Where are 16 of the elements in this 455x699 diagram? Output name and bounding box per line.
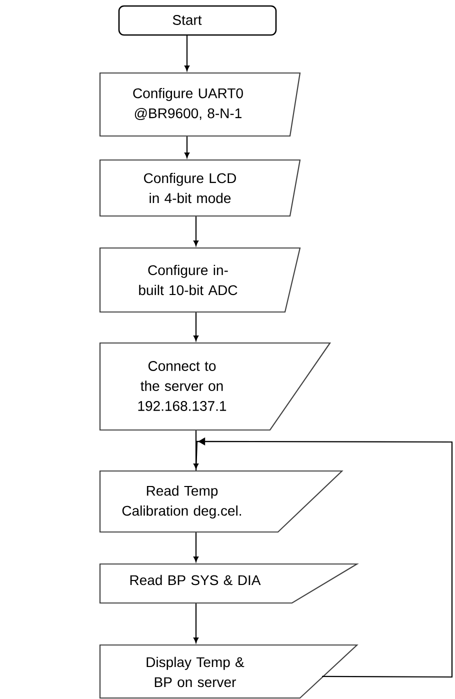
arrow [193,216,199,246]
input-output-parallelogram: Read BP SYS & DIA [99,563,359,604]
input-output-parallelogram: Read Temp Calibration deg.cel. [99,470,344,533]
arrow [193,312,199,341]
terminal-box: Start [118,5,277,36]
arrow [193,604,199,643]
input-output-parallelogram: Configure in-built 10-bit ADC [99,247,301,313]
input-output-parallelogram: Display Temp & BP on server [99,644,358,699]
input-output-parallelogram: Connect to the server on 192.168.137.1 [99,342,332,431]
arrow [184,136,190,158]
arrow [193,532,199,562]
input-output-parallelogram: Configure UART0 @BR9600, 8-N-1 [99,72,301,137]
arrow [195,437,453,678]
arrow [193,430,199,469]
input-output-parallelogram: Configure LCD in 4-bit mode [99,159,301,217]
arrow [184,36,190,71]
